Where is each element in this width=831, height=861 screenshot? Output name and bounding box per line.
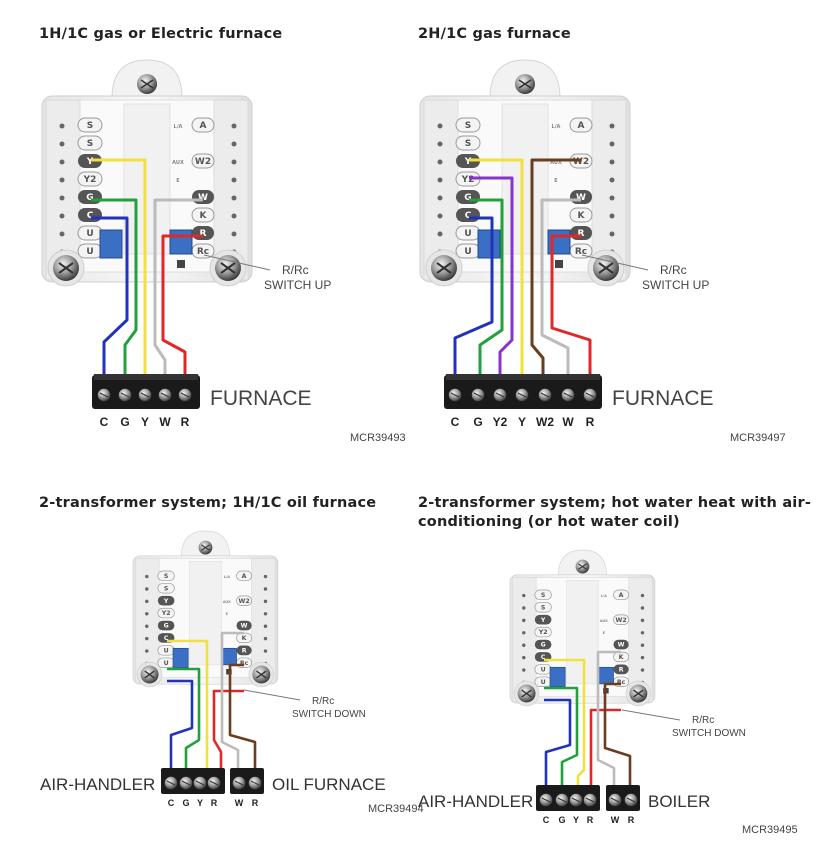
panel-3-title: 2-transformer system; 1H/1C oil furnace [39,495,377,511]
panel-2-terminal-label: W2 [536,415,554,429]
panel-4-terminal-label: W [611,815,620,825]
panel-3-terminal-label: W [235,798,244,808]
panel-1-terminal-strip [92,374,200,409]
panel-1-terminal-label: C [100,415,109,429]
panel-4-terminal-label: Y [573,815,579,825]
panel-4-terminal-label: R [587,815,594,825]
panel-2-terminal-label: R [586,415,595,429]
panel-1-equipment-label: FURNACE [210,387,312,410]
panel-3-drawing-code: MCR39494 [368,803,424,815]
panel-3-diagram: R/Rc SWITCH DOWN C G Y R W R AIR-HANDLER… [40,530,424,815]
panel-4-terminal-label: R [628,815,635,825]
panel-3-furnace-label: OIL FURNACE [272,775,386,794]
panel-2-diagram: R/Rc SWITCH UP C G Y2 Y W2 W R FURNACE M… [419,59,786,444]
panel-2-terminal-label: G [473,415,482,429]
panel-3-switch-label-2: SWITCH DOWN [292,709,366,720]
panel-4-title-line2: conditioning (or hot water coil) [418,514,680,530]
panel-3-terminal-label: R [211,798,218,808]
panel-3-terminal-strip-airhandler [161,768,225,794]
panel-3-terminal-strip-furnace [230,768,264,794]
panel-1-switch-label-1: R/Rc [282,263,309,277]
panel-4-terminal-strip-airhandler [536,785,600,811]
panel-1-drawing-code: MCR39493 [350,432,406,444]
panel-1-terminal-label: W [159,415,171,429]
panel-3-terminal-label: G [182,798,189,808]
panel-3-airhandler-label: AIR-HANDLER [40,775,155,794]
panel-4-title-line1: 2-transformer system; hot water heat wit… [418,495,812,511]
panel-2-title: 2H/1C gas furnace [418,26,571,42]
panel-4-wallplate [509,549,656,707]
panel-2-terminal-label: Y [518,415,526,429]
panel-4-airhandler-label: AIR-HANDLER [418,792,533,811]
panel-1-diagram: R/Rc SWITCH UP C G Y W R FURNACE MCR3949… [41,59,406,444]
panel-4-terminal-strip-boiler [606,785,640,811]
panel-1-title: 1H/1C gas or Electric furnace [39,26,283,42]
panel-1-terminal-label: Y [141,415,149,429]
panel-2-terminal-strip [444,374,602,409]
panel-4-terminal-label: C [543,815,550,825]
panel-2-wallplate [419,59,631,287]
panel-1-switch-label-2: SWITCH UP [264,278,331,292]
panel-2-terminal-label: W [562,415,574,429]
panel-4-switch-label-1: R/Rc [692,715,714,726]
panel-2-terminal-label: C [451,415,460,429]
panel-2-switch-label-1: R/Rc [660,263,687,277]
panel-2-switch-label-2: SWITCH UP [642,278,709,292]
panel-3-terminal-label: R [252,798,259,808]
panel-3-terminal-label: Y [197,798,203,808]
panel-4-drawing-code: MCR39495 [742,824,798,836]
panel-4-boiler-label: BOILER [648,792,710,811]
panel-3-wallplate [132,530,279,688]
panel-1-wallplate [41,59,253,287]
panel-3-terminal-label: C [168,798,175,808]
panel-2-drawing-code: MCR39497 [730,432,786,444]
panel-2-terminal-label: Y2 [493,415,508,429]
panel-4-switch-label-2: SWITCH DOWN [672,728,746,739]
panel-3-switch-label-1: R/Rc [312,696,334,707]
panel-4-diagram: R/Rc SWITCH DOWN C G Y R W R AIR-HANDLER… [418,549,798,836]
panel-4-terminal-label: G [558,815,565,825]
panel-1-terminal-label: G [120,415,129,429]
panel-1-terminal-label: R [181,415,190,429]
panel-2-equipment-label: FURNACE [612,387,714,410]
